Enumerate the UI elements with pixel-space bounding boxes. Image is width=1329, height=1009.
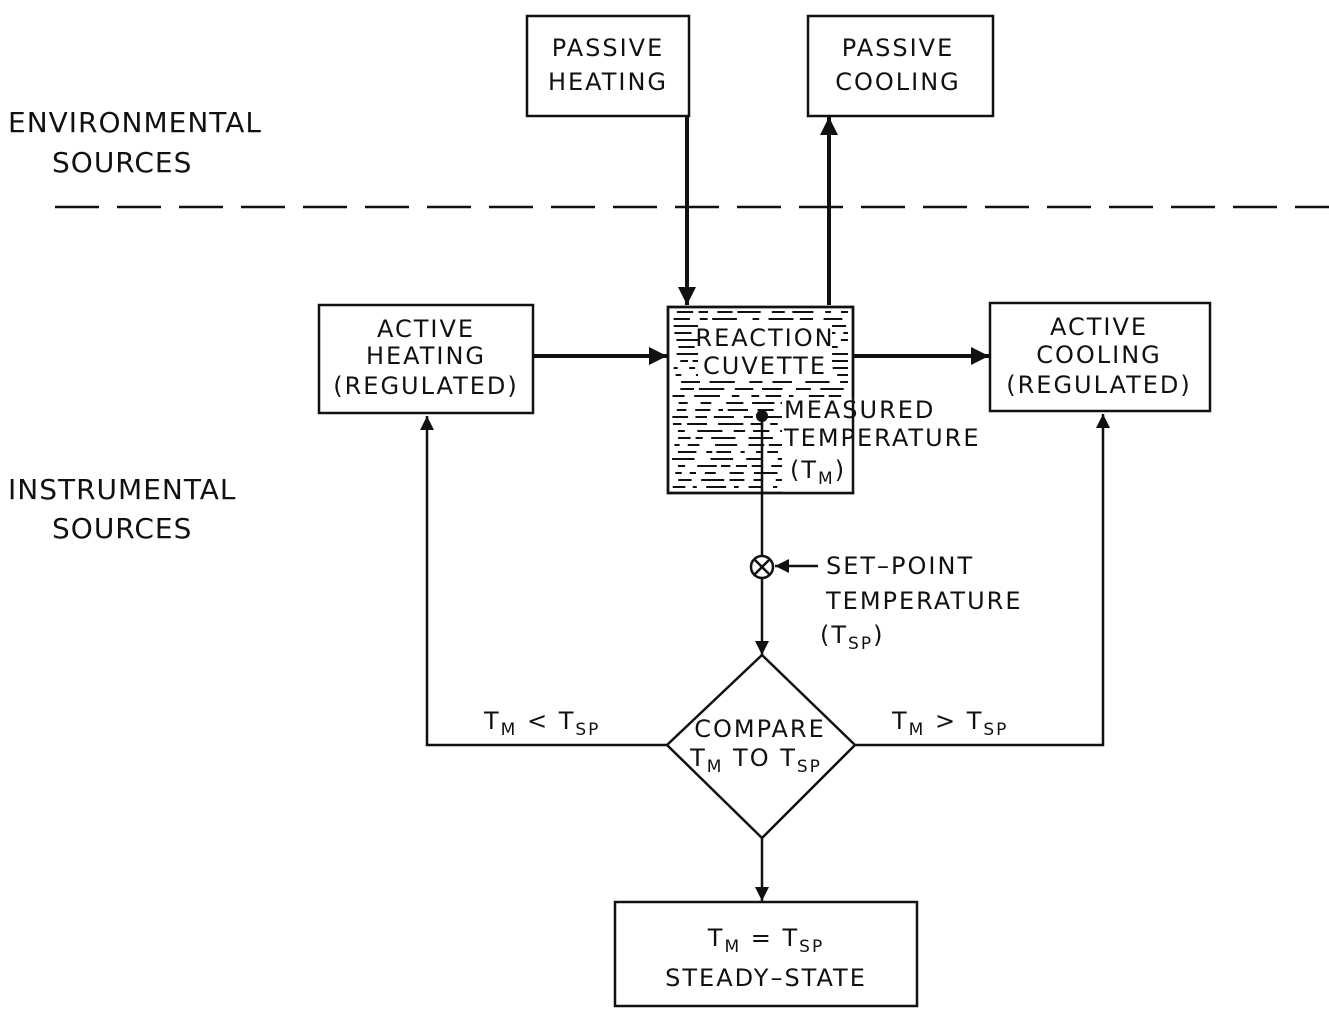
- active-heating-box: ACTIVE HEATING (REGULATED): [317, 303, 535, 415]
- to-active-heating-arrow: [420, 416, 667, 747]
- environmental-label-line2: SOURCES: [52, 146, 192, 179]
- active-heating-line3: (REGULATED): [333, 372, 519, 400]
- set-point-label-line3: (TSP): [820, 621, 884, 654]
- measured-label-line1: MEASURED: [784, 396, 935, 424]
- active-cooling-line1: ACTIVE: [1050, 313, 1148, 341]
- passive-cooling-box: PASSIVE COOLING: [806, 14, 995, 118]
- active-cooling-line2: COOLING: [1036, 341, 1162, 369]
- passive-heating-line2: HEATING: [548, 68, 668, 96]
- instrumental-label-line2: SOURCES: [52, 512, 192, 545]
- steady-state-box: TM = TSP STEADY–STATE: [613, 900, 919, 1008]
- passive-heating-line1: PASSIVE: [552, 34, 664, 62]
- active-heating-line1: ACTIVE: [377, 315, 475, 343]
- summing-junction: [749, 554, 775, 580]
- greater-than-label: TM > TSP: [891, 707, 1008, 740]
- steady-state-line1: TM = TSP: [707, 924, 824, 957]
- environmental-label-line1: ENVIRONMENTAL: [8, 106, 262, 139]
- passive-cooling-line2: COOLING: [835, 68, 961, 96]
- active-heating-line2: HEATING: [366, 342, 486, 370]
- set-point-label-line2: TEMPERATURE: [825, 587, 1023, 615]
- reaction-cuvette-line2: CUVETTE: [703, 352, 827, 380]
- passive-heating-box: PASSIVE HEATING: [525, 14, 691, 118]
- measured-label-line2: TEMPERATURE: [783, 424, 981, 452]
- to-active-cooling-arrow: [855, 414, 1110, 747]
- passive-cooling-line1: PASSIVE: [842, 34, 954, 62]
- active-cooling-box: ACTIVE COOLING (REGULATED): [988, 301, 1212, 413]
- compare-line2: TM TO TSP: [689, 744, 822, 777]
- instrumental-label-line1: INSTRUMENTAL: [8, 473, 237, 506]
- compare-line1: COMPARE: [694, 715, 826, 743]
- reaction-cuvette: REACTION CUVETTE: [666, 305, 952, 495]
- active-cooling-line3: (REGULATED): [1006, 371, 1192, 399]
- compare-decision: COMPARE TM TO TSP: [665, 653, 857, 840]
- steady-state-line2: STEADY–STATE: [665, 964, 867, 992]
- less-than-label: TM < TSP: [483, 707, 600, 740]
- set-point-label-line1: SET–POINT: [826, 552, 974, 580]
- reaction-cuvette-line1: REACTION: [695, 324, 834, 352]
- measured-label-line3: (TM): [790, 456, 846, 489]
